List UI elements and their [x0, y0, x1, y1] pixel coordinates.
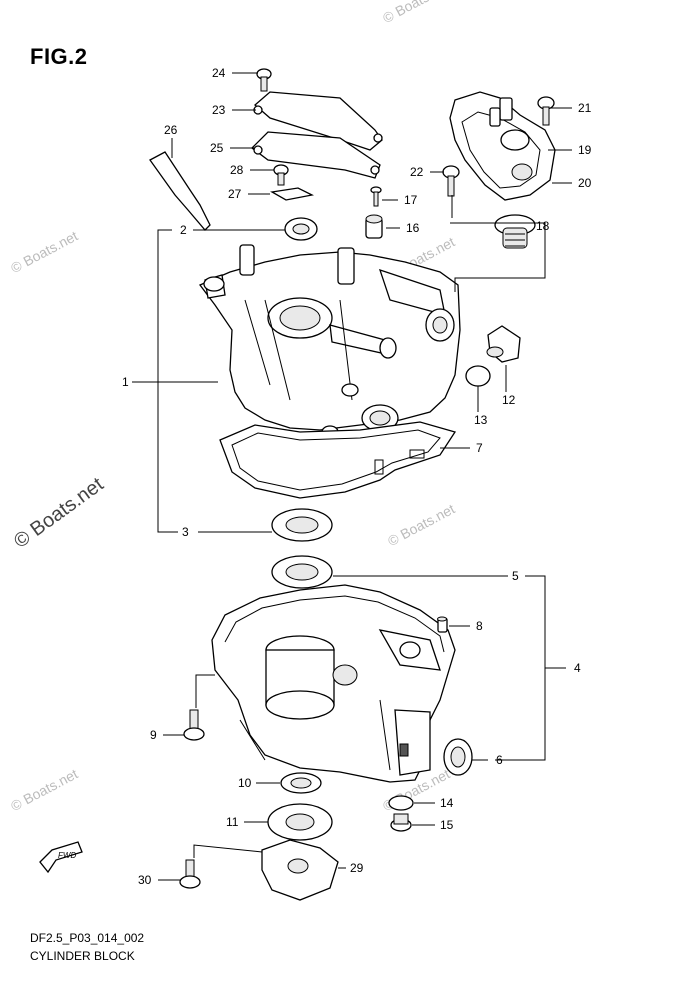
svg-text:FWD: FWD [58, 851, 76, 860]
bearing-5 [271, 555, 333, 589]
callout-28: 28 [230, 163, 244, 177]
callout-18: 18 [536, 219, 550, 233]
bolt-9 [183, 709, 205, 741]
callout-6: 6 [496, 753, 503, 767]
callout-5: 5 [512, 569, 519, 583]
callout-8: 8 [476, 619, 483, 633]
plug-15 [390, 813, 412, 832]
diagram-description: CYLINDER BLOCK [30, 949, 135, 963]
gasket-7 [219, 421, 457, 499]
callout-17: 17 [404, 193, 418, 207]
bolt-24 [256, 68, 272, 92]
callout-2: 2 [180, 223, 187, 237]
callout-10: 10 [238, 776, 252, 790]
callout-4: 4 [574, 661, 581, 675]
callout-23: 23 [212, 103, 226, 117]
callout-14: 14 [440, 796, 454, 810]
callout-22: 22 [410, 165, 424, 179]
clip-27 [270, 187, 315, 201]
callout-15: 15 [440, 818, 454, 832]
callout-27: 27 [228, 187, 242, 201]
o-ring-13 [465, 365, 491, 387]
bearing-11 [267, 803, 333, 841]
crankcase-lower [211, 584, 456, 783]
fwd-arrow-icon: FWD [39, 841, 83, 874]
callout-21: 21 [578, 101, 592, 115]
callout-12: 12 [502, 393, 516, 407]
callout-13: 13 [474, 413, 488, 427]
oil-seal-6 [443, 738, 473, 776]
callout-1: 1 [122, 375, 129, 389]
callout-30: 30 [138, 873, 152, 887]
callout-19: 19 [578, 143, 592, 157]
callout-3: 3 [182, 525, 189, 539]
plug-12 [486, 325, 521, 363]
bracket-plates [251, 91, 383, 179]
callout-20: 20 [578, 176, 592, 190]
callout-11: 11 [226, 815, 239, 829]
callout-26: 26 [164, 123, 178, 137]
thermostat-18 [494, 214, 536, 249]
leader-lines [132, 72, 572, 881]
callout-24: 24 [212, 66, 226, 80]
bolt-22 [442, 165, 460, 197]
bolt-21 [537, 96, 555, 126]
sleeve-16 [365, 214, 383, 239]
bolt-30 [179, 859, 201, 889]
figure-title: FIG.2 [30, 44, 88, 69]
callout-16: 16 [406, 221, 420, 235]
screw-17 [370, 186, 382, 207]
callout-29: 29 [350, 861, 364, 875]
thermostat-cover [449, 91, 556, 201]
washer-14 [388, 795, 414, 811]
bearing-3 [271, 508, 333, 542]
oil-seal-2 [284, 217, 318, 241]
hose-26 [149, 151, 211, 231]
cylinder-head-block [198, 244, 461, 439]
screw-28 [273, 164, 289, 186]
callout-25: 25 [210, 141, 224, 155]
callout-labels: 1 2 3 4 5 6 7 8 9 10 11 12 13 14 15 16 1… [122, 66, 592, 887]
dowel-pin-8 [437, 616, 448, 633]
oil-seal-10 [280, 772, 322, 794]
callout-7: 7 [476, 441, 483, 455]
diagram-code: DF2.5_P03_014_002 [30, 931, 145, 945]
callout-9: 9 [150, 728, 157, 742]
